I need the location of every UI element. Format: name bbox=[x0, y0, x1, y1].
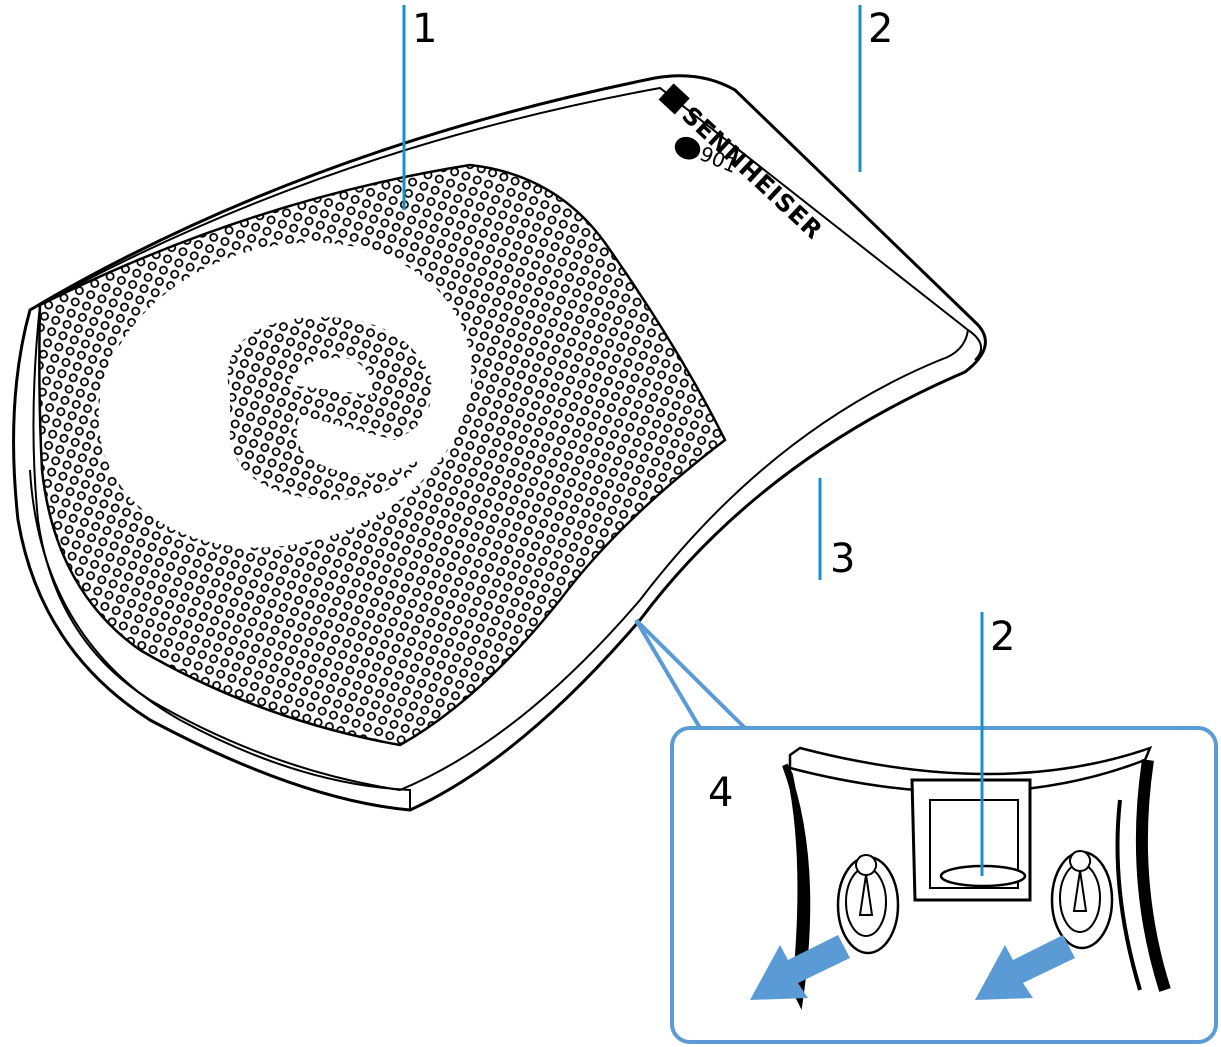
callout-label-2-top: 2 bbox=[868, 6, 893, 52]
keyhole-mount-right bbox=[1050, 850, 1114, 950]
callout-label-2-detail: 2 bbox=[990, 614, 1015, 660]
microphone-body: SENNHEISER 901 bbox=[12, 74, 987, 812]
detail-inset: 4 2 bbox=[634, 612, 1218, 1044]
arrow-icon-left bbox=[750, 935, 850, 1000]
right-edge bbox=[967, 329, 983, 361]
keyhole-mount-left bbox=[836, 854, 900, 955]
callouts: 1 2 3 bbox=[402, 5, 893, 582]
grille-area bbox=[38, 163, 727, 747]
underside-right-rim bbox=[1135, 759, 1171, 992]
callout-label-1: 1 bbox=[412, 6, 437, 52]
arrow-icon-right bbox=[975, 935, 1075, 1000]
callout-label-4: 4 bbox=[708, 770, 733, 816]
detail-pointer bbox=[634, 618, 747, 730]
underside-view bbox=[750, 745, 1171, 1010]
e-logo-icon bbox=[227, 317, 432, 500]
base-edge bbox=[29, 469, 411, 810]
callout-label-3: 3 bbox=[830, 536, 855, 582]
brand-logo-mark bbox=[658, 83, 690, 115]
underside-right-rim-inner bbox=[1115, 799, 1142, 991]
model-prefix-icon bbox=[674, 136, 701, 160]
